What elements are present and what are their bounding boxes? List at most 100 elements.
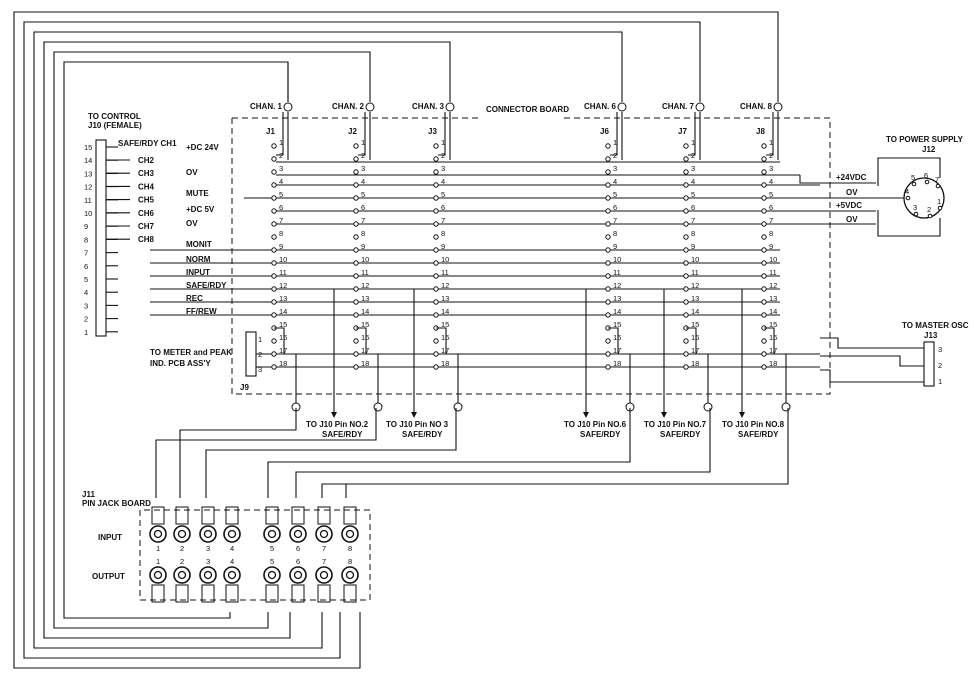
jack-in-6: 6: [289, 506, 307, 553]
connector-pin-icon: [683, 260, 689, 266]
connector-pin-number: 14: [691, 307, 699, 316]
safe-rdy-target-line2: SAFE/RDY: [580, 430, 621, 439]
connector-pin-number: 9: [441, 242, 445, 251]
connector-pin-icon: [353, 364, 359, 370]
signal-label: NORM: [186, 255, 211, 264]
connector-pin-number: 3: [361, 164, 365, 173]
power-pin-icon: [927, 213, 933, 219]
connector-chan-label: CHAN. 8: [740, 102, 773, 111]
connector-pin-number: 14: [769, 307, 777, 316]
connector-pin-icon: [605, 169, 611, 175]
connector-chan-label: CHAN. 3: [412, 102, 445, 111]
connector-pin-number: 4: [769, 177, 773, 186]
connector-chan-label: CHAN. 6: [584, 102, 617, 111]
jack-center-icon: [177, 529, 187, 539]
connector-pin-icon: [761, 208, 767, 214]
jack-center-icon: [227, 529, 237, 539]
control-pin-8: 8: [84, 235, 88, 244]
connector-pin-number: 13: [769, 294, 777, 303]
control-channel-ch5: CH5: [138, 196, 155, 205]
jack-terminal-icon: [225, 506, 239, 525]
connector-return-wire: [686, 327, 709, 404]
connector-pin-number: 18: [691, 359, 699, 368]
connector-pin-number: 12: [691, 281, 699, 290]
signal-label: OV: [186, 219, 198, 228]
power-line-ov-1: OV: [846, 188, 858, 197]
connector-pin-number: 14: [361, 307, 369, 316]
connector-pin-icon: [433, 260, 439, 266]
jack-center-icon: [293, 529, 303, 539]
jack-center-icon: [267, 570, 277, 580]
jack-number: 8: [348, 557, 352, 566]
control-channel-ch2: CH2: [138, 156, 155, 165]
connector-pin-icon: [683, 182, 689, 188]
connector-pin-number: 11: [769, 268, 777, 277]
connector-pin-icon: [605, 260, 611, 266]
jack-out-2: 2: [173, 557, 191, 603]
jack-center-icon: [319, 570, 329, 580]
connector-pin-number: 12: [441, 281, 449, 290]
jack-center-icon: [203, 529, 213, 539]
osc-pin-3: 3: [938, 345, 942, 354]
connector-pin-icon: [271, 195, 277, 201]
jack-out-1: 1: [149, 557, 167, 603]
connector-pin-icon: [433, 143, 439, 149]
connector-pin-icon: [271, 364, 277, 370]
jack-output-label: OUTPUT: [92, 572, 125, 581]
outer-wires: [13, 11, 779, 669]
connector-pin-number: 9: [361, 242, 365, 251]
jack-terminal-icon: [151, 506, 165, 525]
connector-pin-icon: [433, 247, 439, 253]
connector-pin-icon: [683, 195, 689, 201]
connector-pin-icon: [605, 195, 611, 201]
jack-number: 7: [322, 544, 326, 553]
jack-in-5: 5: [263, 506, 281, 553]
connector-pin-number: 5: [769, 190, 773, 199]
connector-pin-number: 14: [279, 307, 287, 316]
arrow-down-icon: [739, 412, 745, 418]
jack-terminal-icon: [175, 506, 189, 525]
connector-pin-icon: [433, 182, 439, 188]
connector-pin-number: 13: [613, 294, 621, 303]
jack-center-icon: [177, 570, 187, 580]
connector-pin-number: 4: [279, 177, 283, 186]
connector-pin-number: 13: [691, 294, 699, 303]
signal-label: OV: [186, 168, 198, 177]
connector-pin-number: 18: [361, 359, 369, 368]
arrow-down-icon: [331, 412, 337, 418]
connector-pin-number: 12: [769, 281, 777, 290]
safe-rdy-target-line2: SAFE/RDY: [402, 430, 443, 439]
connector-pin-number: 18: [441, 359, 449, 368]
signal-label: MONIT: [186, 240, 212, 249]
jack-number: 3: [206, 544, 210, 553]
channel-connectors: CHAN. 1J1123456789101112131415161718CHAN…: [250, 102, 791, 418]
connector-name: J7: [678, 127, 687, 136]
connector-pin-icon: [353, 195, 359, 201]
connector-pin-number: 9: [613, 242, 617, 251]
connector-pin-icon: [683, 169, 689, 175]
control-pin-6: 6: [84, 262, 88, 271]
power-pin-icon: [911, 181, 917, 187]
connector-pin-number: 8: [361, 229, 365, 238]
jack-center-icon: [153, 570, 163, 580]
power-pin-1: 1: [937, 197, 941, 206]
connector-jack-icon: [773, 102, 783, 112]
jack-in-2: 2: [173, 506, 191, 553]
meter-pin-1: 1: [258, 335, 262, 344]
jack-label-1: J11: [82, 490, 95, 499]
meter-pin-2: 2: [258, 350, 262, 359]
connector-pin-icon: [433, 208, 439, 214]
connector-pin-number: 15: [691, 320, 699, 329]
jack-in-4: 4: [223, 506, 241, 553]
connector-pin-icon: [433, 156, 439, 162]
connector-pin-icon: [683, 208, 689, 214]
jack-terminal-icon: [317, 506, 331, 525]
connector-pin-number: 10: [691, 255, 699, 264]
connector-pin-number: 1: [279, 138, 283, 147]
connector-pin-icon: [271, 260, 277, 266]
control-channel-ch8: CH8: [138, 235, 155, 244]
connector-output-jack-icon: [703, 402, 713, 412]
